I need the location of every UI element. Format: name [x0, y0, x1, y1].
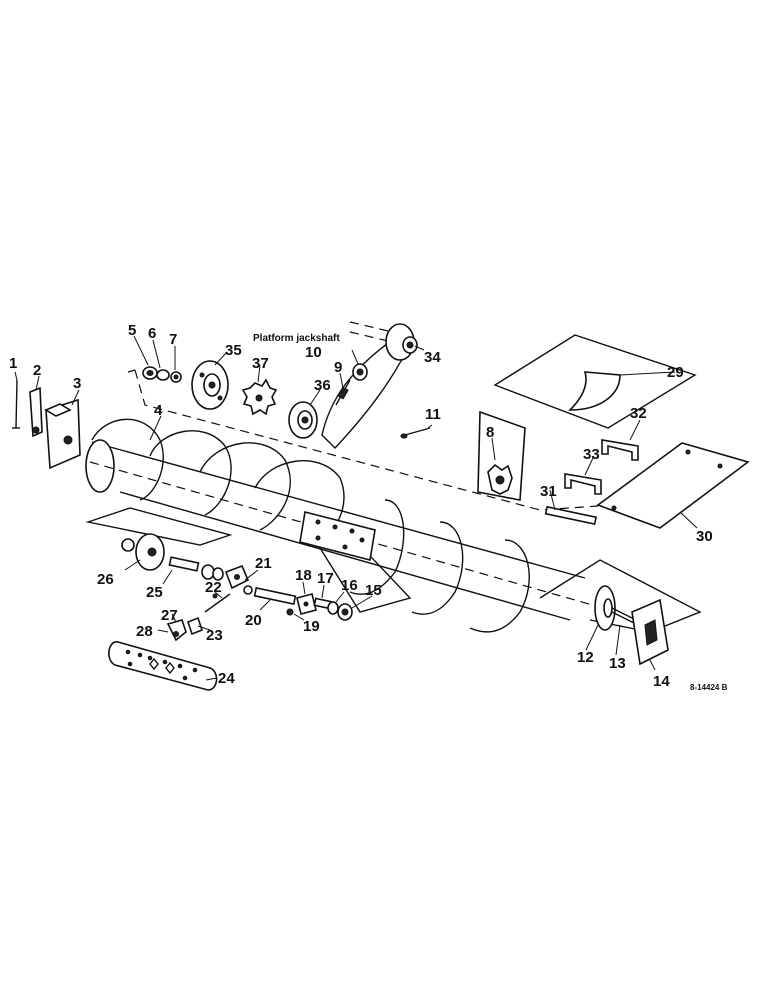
callout-35: 35: [225, 342, 242, 359]
part-10-idler: [352, 363, 368, 381]
callout-12: 12: [577, 649, 594, 666]
part-1-bolt: [12, 379, 20, 429]
callout-4: 4: [154, 402, 163, 419]
callout-34: 34: [424, 349, 441, 366]
callout-37: 37: [252, 355, 269, 372]
platform-jackshaft-label: Platform jackshaft: [253, 333, 340, 344]
callout-28: 28: [136, 623, 153, 640]
leader-lines: [14, 335, 698, 681]
callout-10: 10: [305, 344, 322, 361]
callout-7: 7: [169, 331, 177, 348]
part-13-shaft: [611, 607, 637, 625]
callout-36: 36: [314, 377, 331, 394]
part-25-shaft: [168, 556, 224, 581]
part-9-tensioner: [335, 379, 351, 406]
callout-17: 17: [317, 570, 334, 587]
callout-9: 9: [334, 359, 342, 376]
callout-2: 2: [33, 362, 41, 379]
part-28-washer: [173, 631, 179, 637]
part-18-coupler: [296, 593, 317, 615]
callout-16: 16: [341, 577, 358, 594]
callout-25: 25: [146, 584, 163, 601]
callout-31: 31: [540, 483, 557, 500]
callout-6: 6: [148, 325, 156, 342]
part-19-nut: [286, 608, 294, 616]
part-15-bearing: [337, 603, 353, 621]
part-6-collar: [156, 369, 170, 381]
callout-20: 20: [245, 612, 262, 629]
callout-13: 13: [609, 655, 626, 672]
part-33-bracket: [564, 473, 602, 495]
part-2-strap: [29, 386, 43, 438]
callout-14: 14: [653, 673, 670, 690]
part-31-bar: [544, 505, 598, 526]
part-11-pin: [400, 427, 431, 439]
callout-27: 27: [161, 607, 178, 624]
callout-3: 3: [73, 375, 81, 392]
part-35-sprocket: [191, 360, 229, 410]
part-22-pin: [204, 593, 231, 613]
part-23-clip: [187, 616, 203, 636]
callout-33: 33: [583, 446, 600, 463]
part-24-plate: [108, 641, 218, 691]
part-34-sprocket: [385, 323, 418, 361]
callout-29: 29: [667, 364, 684, 381]
callout-18: 18: [295, 567, 312, 584]
part-3-bearing-plate: [44, 398, 81, 470]
callout-21: 21: [255, 555, 272, 572]
part-30-cover: [596, 442, 750, 529]
upper-trough-outline: [127, 369, 599, 511]
part-29-shield: [493, 334, 697, 429]
part-7-washer: [170, 371, 182, 383]
callout-32: 32: [630, 405, 647, 422]
callout-8: 8: [486, 424, 494, 441]
part-20-shaft: [253, 586, 297, 606]
callout-labels: 1 2 3 4 5 6 7 8 9 10 11 12 13 14 15 16 1…: [9, 322, 713, 690]
part-36-pulley: [288, 401, 318, 439]
reference-code: 8-14424 B: [690, 683, 728, 692]
part-12-flange: [594, 585, 616, 631]
auger-flighting: [91, 418, 530, 633]
part-26-hub: [121, 533, 165, 571]
callout-1: 1: [9, 355, 17, 372]
part-16-collar: [327, 601, 339, 615]
part-5-bearing: [142, 366, 158, 380]
callout-19: 19: [303, 618, 320, 635]
callout-22: 22: [205, 579, 222, 596]
part-37-gear: [241, 378, 278, 416]
callout-26: 26: [97, 571, 114, 588]
callout-15: 15: [365, 582, 382, 599]
part-21-yoke: [224, 564, 253, 595]
callout-23: 23: [206, 627, 223, 644]
part-32-bracket: [601, 439, 639, 461]
callout-5: 5: [128, 322, 136, 339]
part-8-panel: [477, 410, 526, 501]
callout-30: 30: [696, 528, 713, 545]
callout-11: 11: [425, 406, 441, 423]
part-14-end-plate: [631, 598, 669, 666]
callout-24: 24: [218, 670, 235, 687]
tube-splice-plate: [299, 511, 376, 561]
